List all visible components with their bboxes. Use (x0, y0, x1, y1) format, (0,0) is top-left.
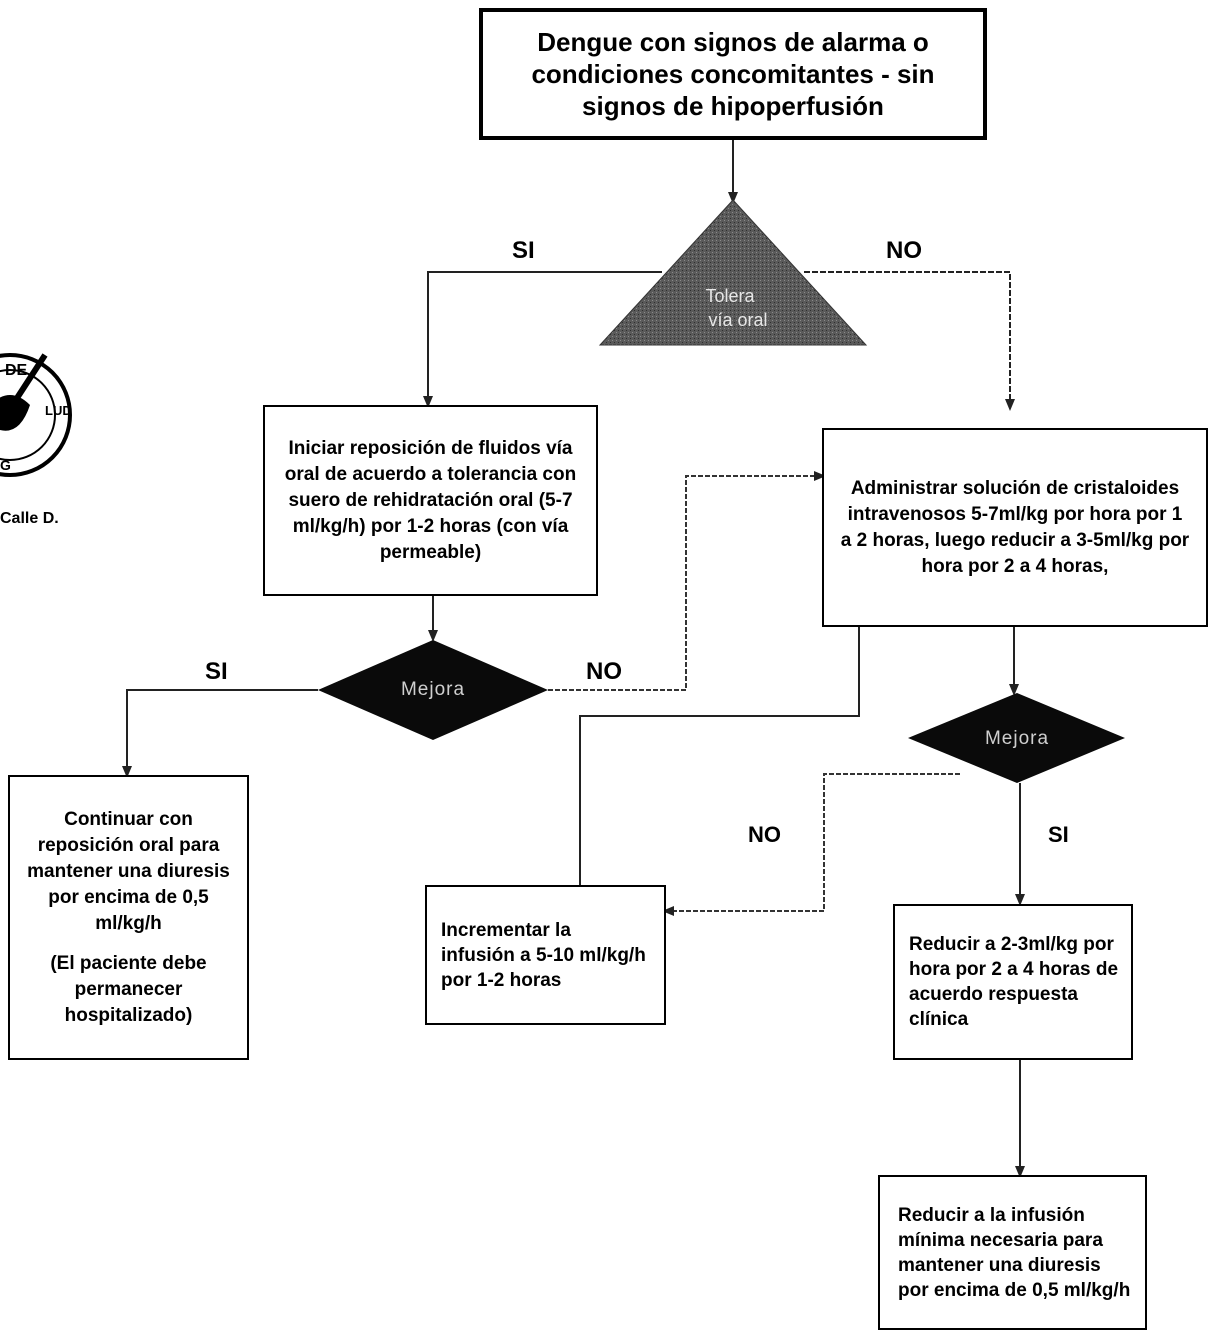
decision-mejora-left-text: Mejora (401, 679, 465, 700)
seal-signature-text: Calle D. (0, 510, 59, 527)
box-incrementar-infusion: Incrementar la infusión a 5-10 ml/kg/h p… (425, 885, 666, 1025)
box-infusion-minima: Reducir a la infusión mínima necesaria p… (878, 1175, 1147, 1330)
decision-mejora-right-text: Mejora (985, 728, 1049, 749)
box-continuar-text: Continuar con reposición oral para mante… (27, 808, 230, 934)
label-no-left: NO (586, 658, 622, 685)
decision-tolera-text-line1: Tolera (705, 286, 755, 306)
svg-text:G: G (0, 457, 11, 473)
box-reducir-infusion: Reducir a 2-3ml/kg por hora por 2 a 4 ho… (893, 904, 1133, 1060)
arrow-tolera-no (804, 271, 1015, 411)
start-box-text: Dengue con signos de alarma o condicione… (531, 27, 935, 121)
decision-mejora-left-diamond (318, 640, 548, 740)
svg-text:DE: DE (5, 362, 28, 379)
box-oral-rehydration: Iniciar reposición de fluidos vía oral d… (263, 405, 598, 596)
label-no-right: NO (748, 822, 781, 847)
label-si-left: SI (205, 658, 228, 685)
svg-text:LUD: LUD (45, 403, 72, 418)
box-iv-text: Administrar solución de cristaloides int… (840, 477, 1190, 577)
start-box: Dengue con signos de alarma o condicione… (479, 8, 987, 140)
label-no-top: NO (886, 237, 922, 264)
decision-tolera-text-line2: vía oral (708, 310, 767, 330)
box-minima-text: Reducir a la infusión mínima necesaria p… (898, 1204, 1131, 1301)
label-si-top: SI (512, 237, 535, 264)
label-si-right: SI (1048, 822, 1069, 847)
box-iv-crystalloids: Administrar solución de cristaloides int… (822, 428, 1208, 627)
arrow-incrementar-to-iv (579, 614, 864, 885)
box-oral-text: Iniciar reposición de fluidos vía oral d… (284, 437, 577, 563)
arrow-tolera-si (423, 271, 662, 408)
decision-mejora-right-diamond (908, 693, 1125, 783)
arrow-mejora-left-si (122, 689, 318, 778)
arrow-mejora-right-no (662, 773, 960, 916)
official-seal-icon: DE LUD G (0, 353, 72, 477)
box-continuar-oral: Continuar con reposición oral para mante… (8, 775, 249, 1060)
box-continuar-note: (El paciente debe permanecer hospitaliza… (50, 952, 207, 1026)
box-incrementar-text: Incrementar la infusión a 5-10 ml/kg/h p… (441, 919, 646, 991)
decision-tolera-triangle (598, 199, 868, 346)
box-reducir-text: Reducir a 2-3ml/kg por hora por 2 a 4 ho… (909, 934, 1119, 1030)
arrow-mejora-left-no (548, 471, 826, 691)
